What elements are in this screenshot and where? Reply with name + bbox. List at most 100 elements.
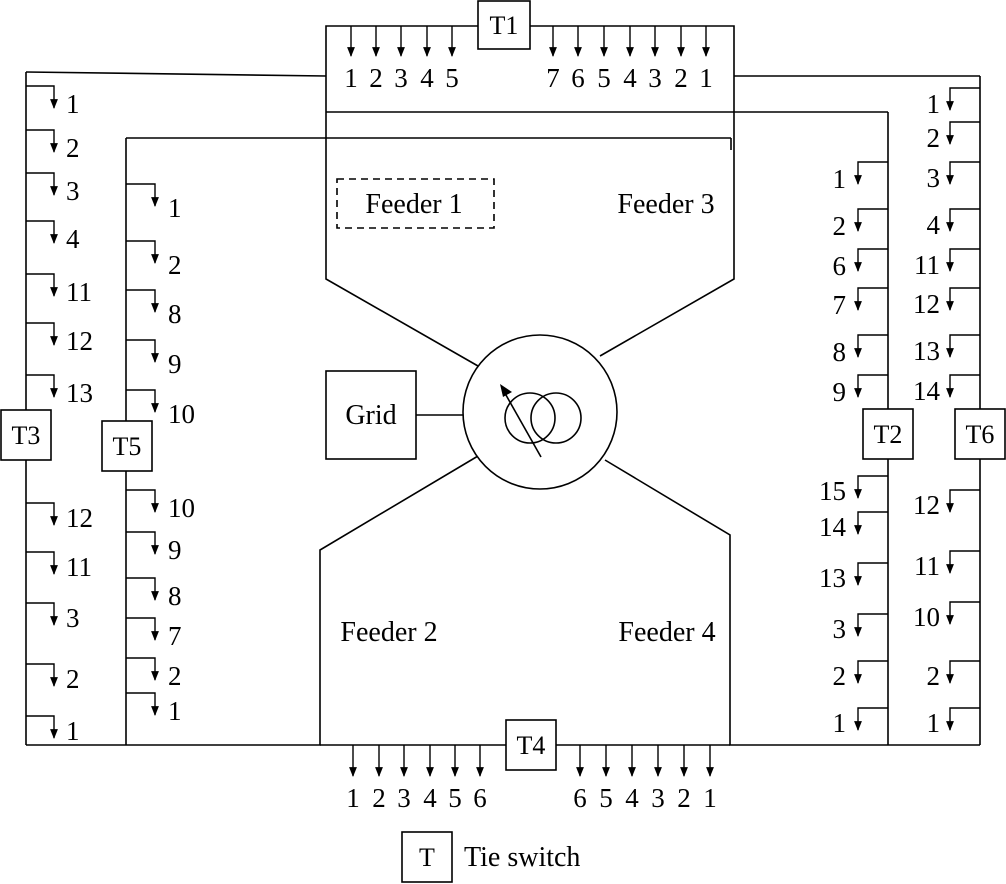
load-label: 7 [546,63,560,93]
load-arrow-icon [854,161,888,185]
load-arrow-icon [854,475,888,499]
load-label: 5 [597,63,611,93]
grid-box [325,370,417,460]
feeder-2-label: Feeder 2 [340,617,437,648]
load-label: 3 [66,603,80,633]
load-label: 14 [913,376,941,406]
feeder-2-line [26,455,479,746]
load-label: 10 [913,602,940,632]
load-arrow-icon [946,489,980,513]
load-arrow-icon [854,707,888,731]
load-label: 2 [927,123,941,153]
grid-label: Grid [345,400,396,431]
load-arrow-icon [946,287,980,311]
tie-switch-t1-label: T1 [490,11,519,40]
feeder-1-line [325,25,479,367]
feeder-4-line [604,459,980,746]
load-arrow-icon [126,577,159,601]
load-arrow-icon [26,85,58,109]
load-label: 13 [913,336,940,366]
load-arrow-icon [946,334,980,358]
tie-switch-t3: T3 [0,409,52,461]
feeder-1-highlight-box [336,178,495,229]
load-arrow-icon [26,129,58,153]
tie-switch-t4-label: T4 [517,731,546,760]
load-label: 4 [423,783,437,813]
load-arrow-icon [26,374,58,398]
load-arrow-icon [26,322,58,346]
load-label: 9 [168,349,182,379]
load-arrow-icon [26,602,58,626]
load-label: 1 [344,63,358,93]
load-arrow-icon [946,208,980,232]
load-label: 1 [168,193,182,223]
load-label: 14 [819,512,847,542]
load-label: 11 [66,277,92,307]
load-arrow-icon [946,707,980,731]
load-arrow-icon [126,489,159,513]
load-arrow-icon [126,657,159,681]
load-label: 8 [168,581,182,611]
load-label: 1 [66,89,80,119]
substation-circle [462,334,618,490]
load-arrow-icon [946,87,980,111]
load-label: 2 [369,63,383,93]
feeder-1-to-t3-line [25,71,327,77]
load-label: 6 [473,783,487,813]
legend-switch-symbol [401,831,453,883]
tie-switch-t5: T5 [101,420,153,472]
load-label: 1 [346,783,360,813]
load-label: 12 [66,326,93,356]
legend-switch-symbol-label: T [419,843,435,872]
load-arrow-icon [26,663,58,687]
load-arrow-icon [946,161,980,185]
feeder-1-label: Feeder 1 [365,189,462,220]
load-arrow-icon [26,172,58,196]
load-label: 2 [372,783,386,813]
load-label: 10 [168,493,195,523]
substation-transformer [462,334,618,490]
load-arrow-icon [946,374,980,398]
load-label: 9 [833,377,847,407]
tie-switch-t5-label: T5 [113,432,142,461]
load-label: 3 [66,176,80,206]
load-label: 1 [927,708,941,738]
transformer-winding-2 [530,392,582,444]
load-label: 3 [394,63,408,93]
load-label: 4 [420,63,434,93]
load-label: 1 [66,716,80,746]
tie-switch-t1: T1 [477,0,531,50]
load-label: 2 [168,661,182,691]
load-label: 2 [677,783,691,813]
load-label: 1 [168,696,182,726]
legend-text: Tie switch [464,842,580,873]
load-arrow-icon [26,502,58,526]
load-label: 8 [833,337,847,367]
load-arrow-icon [26,715,58,739]
load-label: 2 [927,661,941,691]
load-arrow-icon [126,339,159,363]
load-arrow-icon [26,220,58,244]
load-label: 3 [927,163,941,193]
load-arrow-icon [946,601,980,625]
load-arrow-icon [946,660,980,684]
load-label: 7 [168,621,182,651]
load-label: 1 [699,63,713,93]
load-label: 12 [913,289,940,319]
feeder-3-label: Feeder 3 [617,189,714,220]
load-label: 2 [66,664,80,694]
load-label: 3 [833,614,847,644]
legend: T Tie switch [401,831,580,883]
load-label: 3 [648,63,662,93]
load-label: 1 [927,89,941,119]
load-label: 3 [651,783,665,813]
transformer-winding-1 [504,392,556,444]
transformer-tap-arrow-icon [501,387,542,458]
load-label: 11 [914,551,940,581]
load-label: 4 [927,210,941,240]
load-label: 5 [445,63,459,93]
load-label: 12 [66,503,93,533]
load-arrow-icon [946,121,980,145]
load-label: 4 [623,63,637,93]
